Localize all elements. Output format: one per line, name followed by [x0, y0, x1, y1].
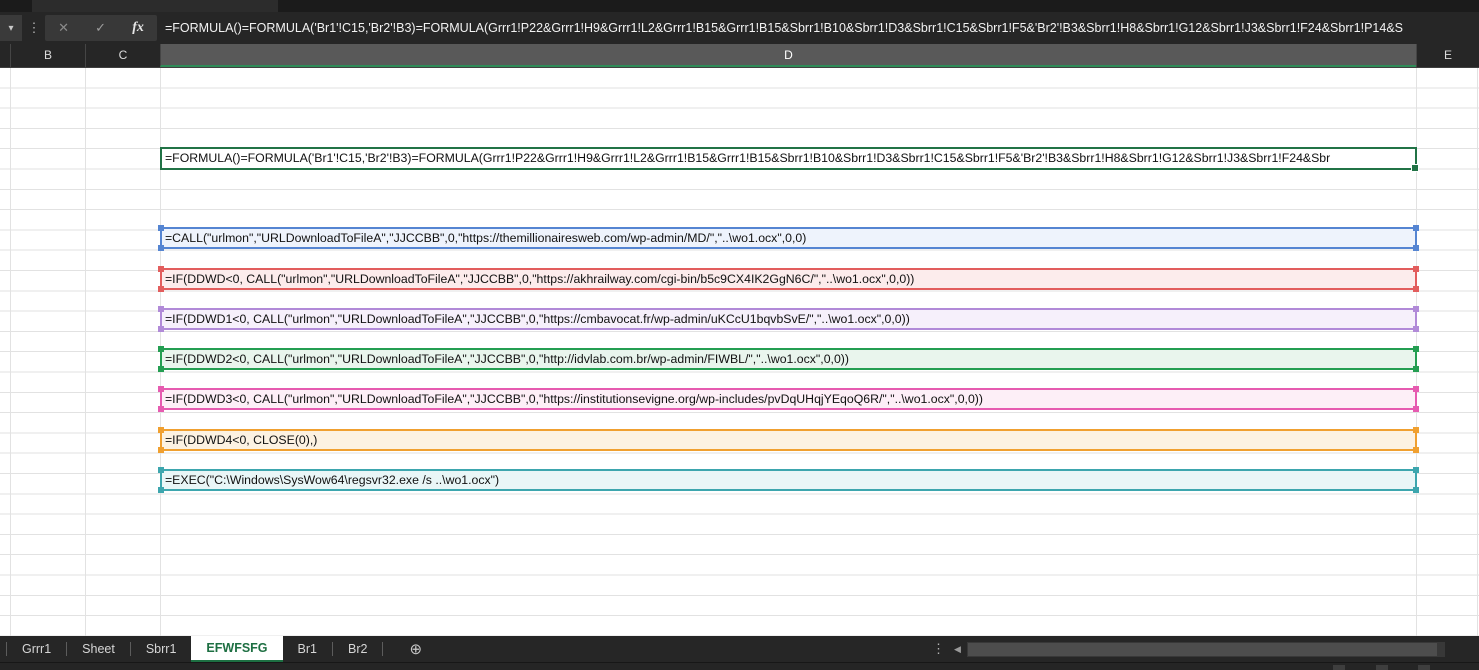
range-handle[interactable]	[1413, 346, 1419, 352]
status-bar	[0, 662, 1479, 670]
formula-input[interactable]: =FORMULA()=FORMULA('Br1'!C15,'Br2'!B3)=F…	[165, 21, 1403, 35]
sheet-tab-br2[interactable]: Br2	[347, 642, 368, 656]
fill-handle[interactable]	[1411, 164, 1419, 172]
formula-bar-menu-icon[interactable]: ⋮	[27, 20, 41, 35]
sheet-tab-bar: Grrr1 Sheet Sbrr1 EFWFSFG Br1 Br2 ⊕ ⋮ ◀	[0, 636, 1479, 662]
cell-exec-regsvr32[interactable]: =EXEC("C:\Windows\SysWow64\regsvr32.exe …	[158, 467, 1419, 493]
range-handle[interactable]	[1413, 447, 1419, 453]
range-handle[interactable]	[158, 266, 164, 272]
range-handle[interactable]	[158, 427, 164, 433]
cell-text: =IF(DDWD3<0, CALL("urlmon","URLDownloadT…	[165, 392, 983, 406]
range-handle[interactable]	[1413, 467, 1419, 473]
cell-if-ddwd[interactable]: =IF(DDWD<0, CALL("urlmon","URLDownloadTo…	[158, 266, 1419, 292]
spreadsheet-grid[interactable]: =FORMULA()=FORMULA('Br1'!C15,'Br2'!B3)=F…	[0, 68, 1479, 636]
insert-function-icon[interactable]: fx	[132, 20, 144, 35]
range-handle[interactable]	[1413, 225, 1419, 231]
selected-cell-formula[interactable]: =FORMULA()=FORMULA('Br1'!C15,'Br2'!B3)=F…	[160, 147, 1419, 172]
gridline	[85, 68, 86, 636]
horizontal-scrollbar[interactable]	[967, 642, 1445, 657]
formula-bar-row: ▾ ⋮ ✕ ✓ fx =FORMULA()=FORMULA('Br1'!C15,…	[0, 12, 1479, 44]
range-handle[interactable]	[1413, 326, 1419, 332]
cell-if-ddwd3[interactable]: =IF(DDWD3<0, CALL("urlmon","URLDownloadT…	[158, 386, 1419, 412]
gridline	[10, 68, 11, 636]
range-handle[interactable]	[1413, 306, 1419, 312]
range-handle[interactable]	[1413, 386, 1419, 392]
sheet-tab-efwfsfg-active[interactable]: EFWFSFG	[191, 636, 283, 662]
tab-separator	[382, 642, 384, 656]
name-box-dropdown[interactable]: ▾	[0, 15, 22, 41]
cell-text: =IF(DDWD2<0, CALL("urlmon","URLDownloadT…	[165, 352, 849, 366]
column-header-e[interactable]: E	[1416, 44, 1479, 67]
column-headers: B C D E	[0, 44, 1479, 68]
cancel-icon[interactable]: ✕	[58, 20, 69, 35]
column-header-d-selected[interactable]: D	[160, 44, 1416, 67]
range-handle[interactable]	[1413, 245, 1419, 251]
cell-text: =EXEC("C:\Windows\SysWow64\regsvr32.exe …	[165, 473, 500, 487]
range-handle[interactable]	[158, 225, 164, 231]
tab-separator	[66, 642, 68, 656]
tab-separator	[331, 642, 333, 656]
view-page-break-icon[interactable]	[1418, 665, 1430, 670]
range-handle[interactable]	[158, 286, 164, 292]
chevron-down-icon: ▾	[8, 22, 14, 34]
range-handle[interactable]	[158, 306, 164, 312]
cell-if-ddwd1[interactable]: =IF(DDWD1<0, CALL("urlmon","URLDownloadT…	[158, 306, 1419, 332]
range-handle[interactable]	[1413, 406, 1419, 412]
gridline	[1477, 68, 1478, 636]
range-handle[interactable]	[1413, 487, 1419, 493]
cell-if-ddwd4-close[interactable]: =IF(DDWD4<0, CLOSE(0),)	[158, 427, 1419, 453]
quick-access-area	[32, 0, 278, 12]
scroll-left-icon[interactable]: ◀	[954, 643, 961, 654]
cell-text: =IF(DDWD1<0, CALL("urlmon","URLDownloadT…	[165, 312, 910, 326]
title-strip	[0, 0, 1479, 12]
cell-text: =FORMULA()=FORMULA('Br1'!C15,'Br2'!B3)=F…	[165, 151, 1331, 165]
range-handle[interactable]	[158, 386, 164, 392]
column-header-b[interactable]: B	[10, 44, 85, 67]
cell-text: =CALL("urlmon","URLDownloadToFileA","JJC…	[165, 231, 807, 245]
range-handle[interactable]	[1413, 366, 1419, 372]
tab-separator	[129, 642, 131, 656]
range-handle[interactable]	[1413, 266, 1419, 272]
range-handle[interactable]	[158, 366, 164, 372]
view-normal-icon[interactable]	[1333, 665, 1345, 670]
view-page-layout-icon[interactable]	[1376, 665, 1388, 670]
cell-text: =IF(DDWD<0, CALL("urlmon","URLDownloadTo…	[165, 272, 915, 286]
cell-text: =IF(DDWD4<0, CLOSE(0),)	[165, 433, 318, 447]
range-handle[interactable]	[158, 467, 164, 473]
cell-call-urlmon[interactable]: =CALL("urlmon","URLDownloadToFileA","JJC…	[158, 225, 1419, 251]
range-handle[interactable]	[158, 326, 164, 332]
sheet-tab-br1[interactable]: Br1	[297, 642, 317, 656]
tab-separator	[6, 642, 7, 656]
sheet-tab-sbrr1[interactable]: Sbrr1	[145, 642, 177, 656]
range-handle[interactable]	[158, 447, 164, 453]
formula-controls: ✕ ✓ fx	[45, 15, 157, 41]
range-handle[interactable]	[158, 245, 164, 251]
sheet-tab-sheet[interactable]: Sheet	[82, 642, 115, 656]
range-handle[interactable]	[158, 346, 164, 352]
cell-if-ddwd2[interactable]: =IF(DDWD2<0, CALL("urlmon","URLDownloadT…	[158, 346, 1419, 372]
column-header-c[interactable]: C	[85, 44, 160, 67]
range-handle[interactable]	[158, 487, 164, 493]
range-handle[interactable]	[158, 406, 164, 412]
range-handle[interactable]	[1413, 427, 1419, 433]
tab-bar-menu-icon[interactable]: ⋮	[932, 641, 945, 656]
enter-icon[interactable]: ✓	[95, 20, 107, 35]
range-handle[interactable]	[1413, 286, 1419, 292]
sheet-tab-grrr1[interactable]: Grrr1	[22, 642, 52, 656]
new-sheet-icon[interactable]: ⊕	[409, 641, 423, 658]
horizontal-scrollbar-thumb[interactable]	[968, 643, 1437, 656]
